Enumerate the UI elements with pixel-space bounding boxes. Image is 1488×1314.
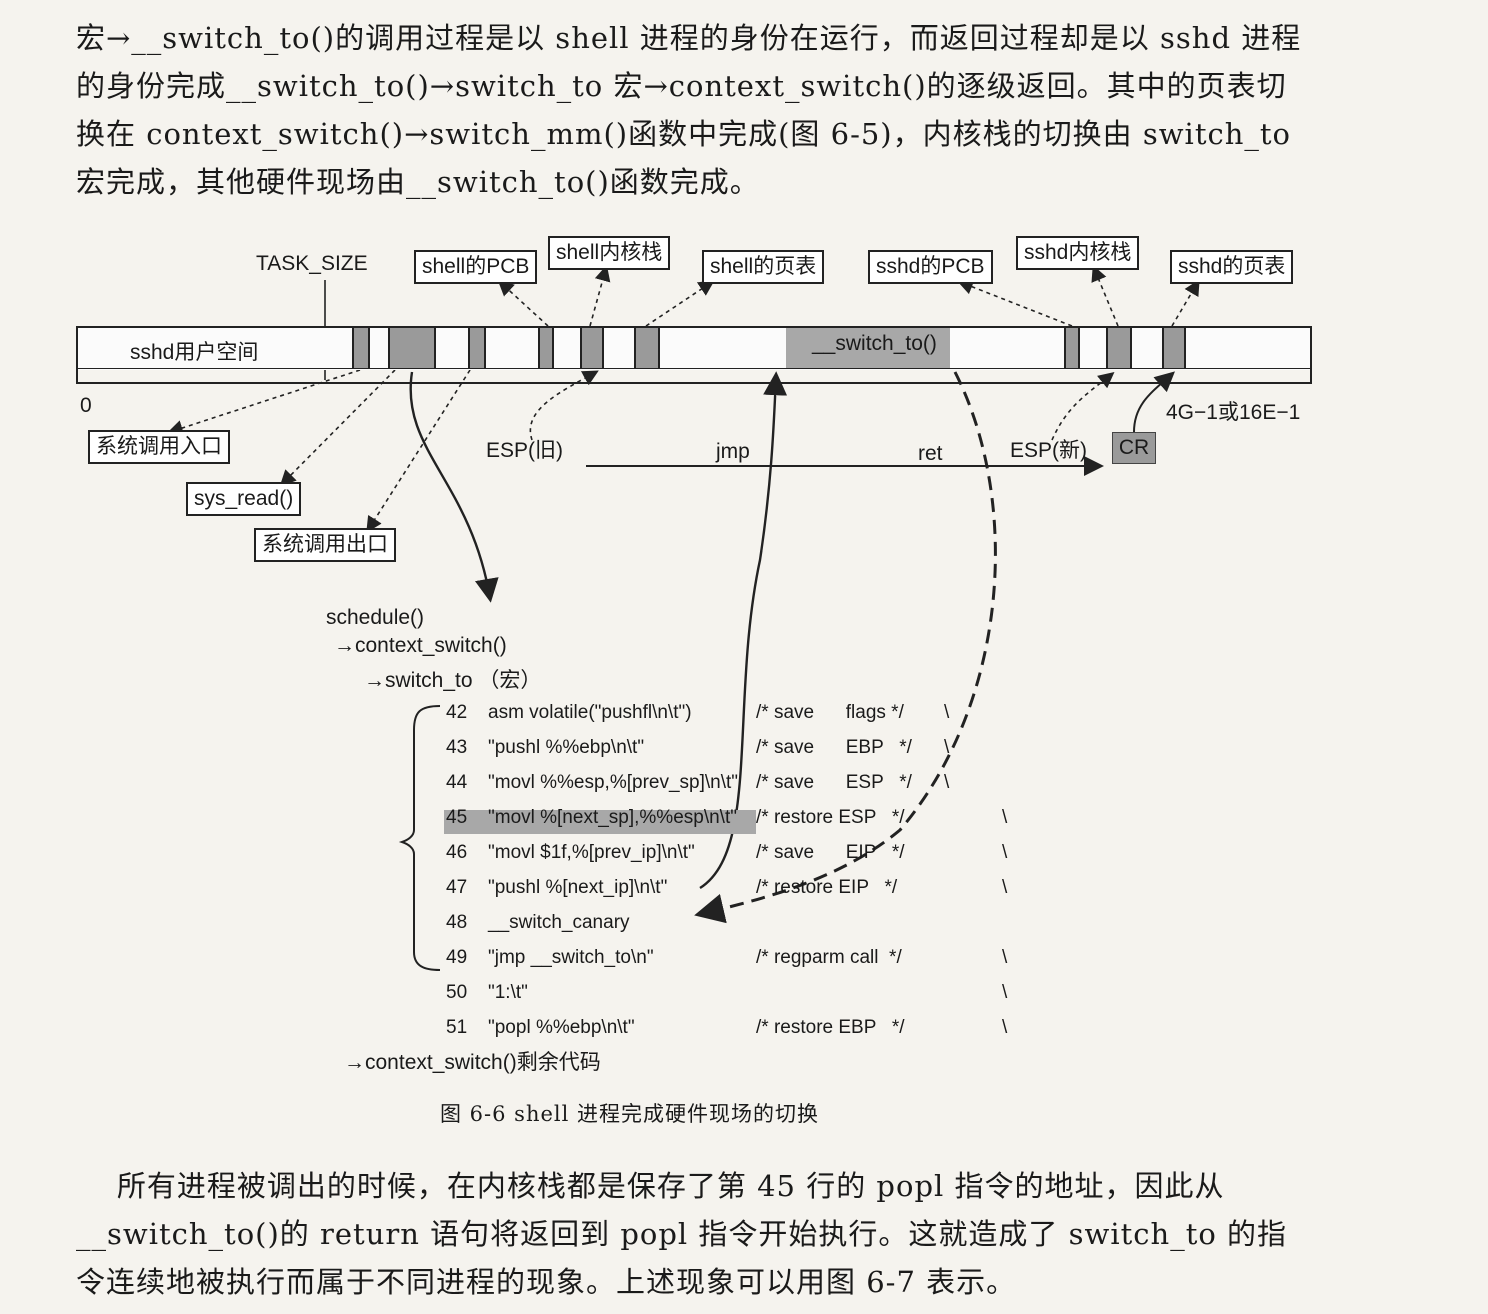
sshd-kernel-stack-box: sshd内核栈 xyxy=(1016,236,1140,270)
code-line-number: 49 xyxy=(446,947,468,968)
esp-new-label: ESP(新) xyxy=(1010,439,1088,462)
shell-kernel-stack-box: shell内核栈 xyxy=(548,236,671,270)
esp-old-label: ESP(旧) xyxy=(486,439,564,462)
code-line-continuation: \ xyxy=(1002,947,1008,968)
code-line-number: 45 xyxy=(446,807,468,828)
code-line-number: 47 xyxy=(446,877,468,898)
shell-pcb-box: shell的PCB xyxy=(414,250,538,284)
code-line-comment: /* restore EBP */ xyxy=(756,1017,905,1038)
region-switch-to xyxy=(786,328,950,368)
code-line-number: 46 xyxy=(446,842,468,863)
call-chain-3: →switch_to （宏） xyxy=(364,669,542,692)
code-line-continuation: \ xyxy=(1002,982,1008,1003)
syscall-entry-box: 系统调用入口 xyxy=(88,430,230,464)
switch-to-fn-label: __switch_to() xyxy=(812,332,937,355)
code-line-text: "movl $1f,%[prev_ip]\n\t" xyxy=(488,842,695,863)
region-shell-kstack xyxy=(580,328,604,368)
code-line-comment: /* save EIP */ xyxy=(756,842,905,863)
rest-code-label: →context_switch()剩余代码 xyxy=(344,1051,601,1074)
bottom-paragraph: 所有进程被调出的时候，在内核栈都是保存了第 45 行的 popl 指令的地址，因… xyxy=(76,1169,1288,1299)
code-line-comment: /* restore ESP */ xyxy=(756,807,905,828)
call-chain-2: →context_switch() xyxy=(334,634,507,657)
addr-start-label: 0 xyxy=(80,394,92,417)
code-line-text: "popl %%ebp\n\t" xyxy=(488,1017,635,1038)
figure-caption: 图 6-6 shell 进程完成硬件现场的切换 xyxy=(440,1102,820,1126)
sshd-pcb-box: sshd的PCB xyxy=(868,250,993,284)
code-line-continuation: \ xyxy=(1002,807,1008,828)
code-line-text: "pushl %%ebp\n\t" xyxy=(488,737,645,758)
code-line-continuation: \ xyxy=(1002,842,1008,863)
code-line-text: "1:\t" xyxy=(488,982,528,1003)
cr-register: CR xyxy=(1112,432,1156,464)
region-syscall-exit xyxy=(468,328,486,368)
code-line-text: "movl %[next_sp],%%esp\n\t" xyxy=(488,807,737,828)
call-chain-1: schedule() xyxy=(326,606,425,629)
code-line-comment: /* regparm call */ xyxy=(756,947,902,968)
region-syscall-entry xyxy=(352,328,370,368)
code-line-number: 50 xyxy=(446,982,468,1003)
syscall-exit-box: 系统调用出口 xyxy=(254,528,396,562)
code-line-continuation: \ xyxy=(1002,1017,1008,1038)
region-sshd-pgtable xyxy=(1162,328,1186,368)
code-line-number: 48 xyxy=(446,912,468,933)
jmp-label: jmp xyxy=(716,440,750,463)
code-line-text: asm volatile("pushfl\n\t") xyxy=(488,702,692,723)
code-line-continuation: \ xyxy=(1002,877,1008,898)
region-sshd-kstack xyxy=(1106,328,1132,368)
sys-read-box: sys_read() xyxy=(186,482,302,516)
code-line-continuation: \ xyxy=(944,772,950,793)
ret-label: ret xyxy=(918,442,943,465)
address-space-strip-base xyxy=(76,368,1312,384)
shell-page-table-box: shell的页表 xyxy=(702,250,825,284)
code-line-number: 44 xyxy=(446,772,468,793)
code-line-text: __switch_canary xyxy=(488,912,630,933)
code-line-comment: /* restore EIP */ xyxy=(756,877,898,898)
region-sshd-pcb xyxy=(1064,328,1080,368)
code-line-number: 51 xyxy=(446,1017,468,1038)
code-line-continuation: \ xyxy=(944,702,950,723)
code-line-text: "jmp __switch_to\n" xyxy=(488,947,654,968)
code-line-comment: /* save flags */ xyxy=(756,702,904,723)
line-45-highlight xyxy=(444,810,756,834)
user-space-label: sshd用户空间 xyxy=(130,341,259,364)
code-line-text: "pushl %[next_ip]\n\t" xyxy=(488,877,668,898)
code-line-comment: /* save ESP */ xyxy=(756,772,912,793)
addr-end-label: 4G−1或16E−1 xyxy=(1166,401,1301,424)
code-line-number: 43 xyxy=(446,737,468,758)
code-line-comment: /* save EBP */ xyxy=(756,737,912,758)
region-shell-pgtable xyxy=(634,328,660,368)
sshd-page-table-box: sshd的页表 xyxy=(1170,250,1294,284)
code-line-number: 42 xyxy=(446,702,468,723)
code-line-text: "movl %%esp,%[prev_sp]\n\t" xyxy=(488,772,739,793)
region-shell-pcb xyxy=(538,328,554,368)
top-paragraph: 宏→__switch_to()的调用过程是以 shell 进程的身份在运行，而返… xyxy=(76,21,1302,199)
code-line-continuation: \ xyxy=(944,737,950,758)
region-kernel-code xyxy=(388,328,436,368)
task-size-label: TASK_SIZE xyxy=(256,252,368,275)
